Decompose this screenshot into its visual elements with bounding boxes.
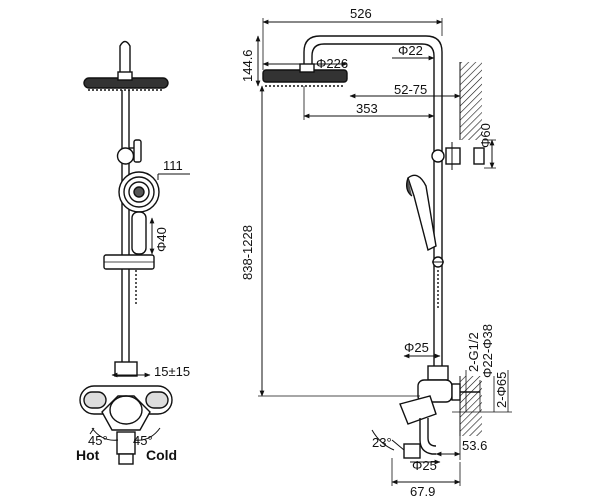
wall-hatch-upper: [460, 62, 482, 140]
dim-height-range: 838-1228: [240, 225, 255, 280]
angle-spout: 23°: [372, 435, 392, 450]
shower-head-front: [83, 71, 169, 91]
wall-hatch-lower: [460, 376, 482, 436]
dim-arm-height: 144.6: [240, 49, 255, 82]
dim-cover-outer: 2-Φ65: [494, 372, 509, 408]
hand-shower-front: [118, 171, 160, 255]
spout-front: [116, 431, 136, 465]
angle-left: 45°: [88, 433, 108, 448]
dim-handshower-dia: Φ40: [154, 227, 169, 252]
upper-bracket-front: [116, 139, 142, 165]
dim-cover-range: Φ22-Φ38: [480, 324, 495, 378]
dim-handshower-width: 111: [163, 158, 183, 173]
dim-spout-length: 67.9: [410, 484, 435, 499]
slide-holder-side: [432, 256, 444, 268]
front-view: [79, 40, 190, 465]
riser-top-cap: [119, 40, 131, 74]
label-cold: Cold: [146, 447, 177, 463]
wall-bracket-side: [431, 142, 485, 170]
side-view: [255, 18, 512, 486]
label-hot: Hot: [76, 447, 100, 463]
mixer-valve-front: [79, 361, 173, 431]
dim-spout-dia: Φ25: [412, 458, 437, 473]
hand-shower-side: [405, 174, 437, 252]
angle-right: 45°: [133, 433, 153, 448]
dim-valve-dia: Φ25: [404, 340, 429, 355]
riser-pipe-front: [121, 90, 130, 372]
dim-handle-offset: 15±15: [154, 364, 190, 379]
dim-pipe-dia: Φ22: [398, 43, 423, 58]
dim-total-width: 526: [350, 6, 372, 21]
dim-thread: 2-G1/2: [466, 332, 481, 372]
slide-holder-front: [103, 254, 155, 270]
spout-side: [391, 418, 437, 459]
dim-head-dia: Φ226: [316, 56, 348, 71]
mixer-valve-side: [399, 365, 480, 425]
overhead-arm: [303, 35, 443, 150]
dim-wall-bracket: Φ60: [478, 123, 493, 148]
dim-spout-offset: 53.6: [462, 438, 487, 453]
dim-arm-adjust: 52-75: [394, 82, 427, 97]
shower-head-side: [262, 63, 348, 87]
dim-head-to-pipe: 353: [356, 101, 378, 116]
